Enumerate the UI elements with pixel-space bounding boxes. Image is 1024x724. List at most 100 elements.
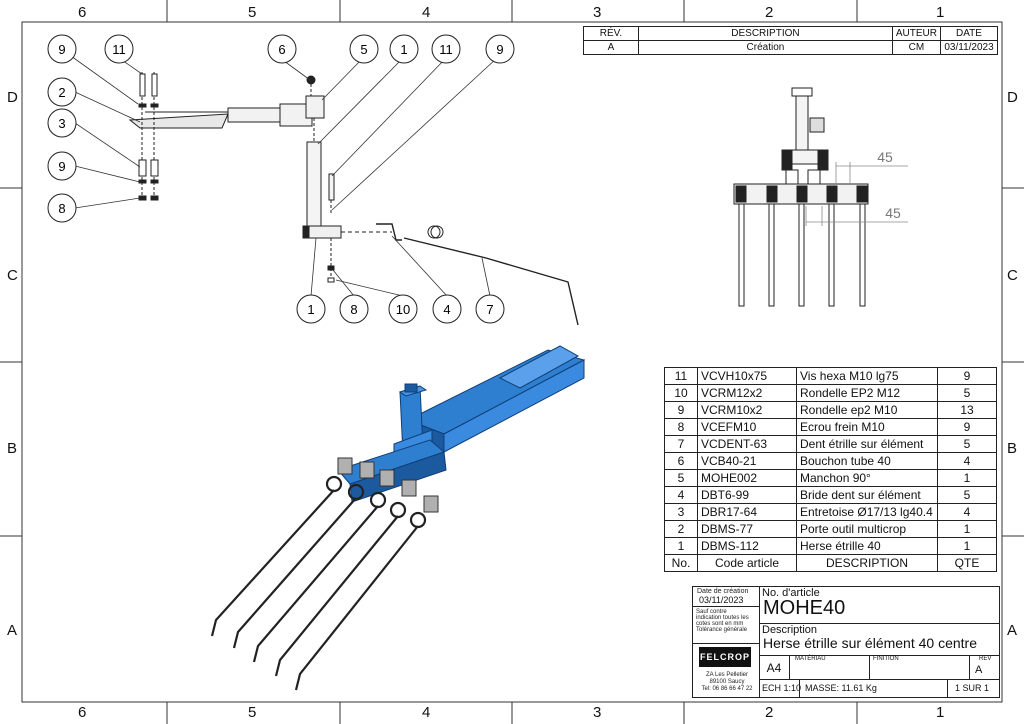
svg-text:10: 10 (396, 302, 410, 317)
svg-text:11: 11 (439, 42, 453, 57)
notes: Sauf contre indication toutes les cotes … (696, 609, 749, 633)
bom-code-cell: VCVH10x75 (697, 367, 797, 385)
bom-description-cell: Ecrou frein M10 (796, 418, 938, 436)
balloon: 1 (296, 294, 326, 324)
scale-row: ECH 1:10 MASSE: 11.61 Kg 1 SUR 1 (759, 679, 999, 697)
balloon: 1 (389, 34, 419, 64)
balloon: 4 (432, 294, 462, 324)
bom-qty-cell: 4 (937, 503, 997, 521)
bom-code-cell: VCRM10x2 (697, 401, 797, 419)
article-cell: No. d'article MOHE40 (759, 587, 999, 624)
zone-row-label: B (7, 440, 18, 457)
revision-header-row: RÉV. DESCRIPTION AUTEUR DATE (583, 26, 998, 41)
company-address: ZA Les Pelletier 89100 Saucy Tel: 06 86 … (695, 672, 759, 693)
address-line: ZA Les Pelletier (705, 672, 749, 678)
bom-no-cell: 7 (664, 435, 698, 453)
rev-value: A (583, 40, 639, 55)
svg-text:9: 9 (58, 42, 65, 57)
note-line: indication toutes les (696, 615, 749, 621)
bom-description-cell: Rondelle ep2 M10 (796, 401, 938, 419)
zone-row-label: A (7, 622, 18, 639)
svg-text:3: 3 (58, 116, 65, 131)
description-header: DESCRIPTION (638, 26, 893, 41)
leader-lines (70, 55, 498, 297)
rev-value: A (975, 664, 983, 676)
balloon: 9 (47, 34, 77, 64)
balloon: 11 (431, 34, 461, 64)
bom-no-cell: 6 (664, 452, 698, 470)
creation-date-label: Date de création (697, 588, 749, 595)
svg-text:7: 7 (486, 302, 493, 317)
rev-date: 03/11/2023 (940, 40, 998, 55)
material-label: MATÉRIAU (795, 656, 826, 662)
zone-row-label: C (7, 267, 18, 284)
svg-text:8: 8 (58, 201, 65, 216)
bom-qty-cell: 9 (937, 367, 997, 385)
bom-code-cell: VCDENT-63 (697, 435, 797, 453)
balloon: 3 (47, 108, 77, 138)
bom-description-cell: Bouchon tube 40 (796, 452, 938, 470)
part-post (306, 141, 322, 227)
sheet-value: 1 SUR 1 (955, 683, 990, 693)
bom-description-cell: Rondelle EP2 M12 (796, 384, 938, 402)
bom-no-cell: 10 (664, 384, 698, 402)
bom-description-cell: Entretoise Ø17/13 lg40.4 (796, 503, 938, 521)
bom-code-cell: VCEFM10 (697, 418, 797, 436)
zone-row-label: B (1007, 440, 1018, 457)
note-line: Tolérance générale (696, 627, 748, 633)
rev-label: REV (979, 656, 992, 662)
zone-col-label: 3 (593, 704, 602, 721)
article-number: MOHE40 (763, 597, 846, 619)
bom-header-code: Code article (697, 554, 797, 572)
zone-row-label: D (1007, 89, 1018, 106)
svg-text:9: 9 (496, 42, 503, 57)
bom-no-cell: 1 (664, 537, 698, 555)
zone-col-label: 4 (422, 4, 431, 21)
note-line: cotes sont en mm (696, 621, 744, 627)
bom-no-cell: 9 (664, 401, 698, 419)
zone-col-label: 4 (422, 704, 431, 721)
note-line: Sauf contre (696, 609, 727, 615)
svg-text:1: 1 (400, 42, 407, 57)
bom-qty-cell: 5 (937, 435, 997, 453)
bom-description-cell: Dent étrille sur élément (796, 435, 938, 453)
zone-col-label: 1 (936, 4, 945, 21)
bom-qty-cell: 1 (937, 537, 997, 555)
bom-qty-cell: 5 (937, 384, 997, 402)
rev-header: RÉV. (583, 26, 639, 41)
bom-code-cell: DBMS-112 (697, 537, 797, 555)
bom-description-cell: Porte outil multicrop (796, 520, 938, 538)
balloon: 9 (47, 151, 77, 181)
rev-description: Création (638, 40, 893, 55)
bom-no-cell: 11 (664, 367, 698, 385)
bom-code-cell: DBMS-77 (697, 520, 797, 538)
svg-text:5: 5 (360, 42, 367, 57)
zone-col-label: 3 (593, 4, 602, 21)
dimension-lines (805, 162, 908, 226)
svg-text:1: 1 (307, 302, 314, 317)
zone-row-label: A (1007, 622, 1018, 639)
bom-qty-cell: 5 (937, 486, 997, 504)
zone-col-label: 6 (78, 704, 87, 721)
bom-no-cell: 8 (664, 418, 698, 436)
dimension-lower: 45 (885, 205, 901, 221)
zone-col-label: 2 (765, 704, 774, 721)
svg-text:9: 9 (58, 159, 65, 174)
creation-date-value: 03/11/2023 (699, 595, 744, 605)
revision-table: RÉV. DESCRIPTION AUTEUR DATE A Création … (583, 26, 998, 55)
zone-col-label: 5 (248, 4, 257, 21)
bom-no-cell: 3 (664, 503, 698, 521)
balloon: 7 (475, 294, 505, 324)
bom-no-cell: 5 (664, 469, 698, 487)
description-cell: Description Herse étrille sur élément 40… (759, 623, 999, 656)
balloon: 2 (47, 77, 77, 107)
balloon: 11 (104, 34, 134, 64)
